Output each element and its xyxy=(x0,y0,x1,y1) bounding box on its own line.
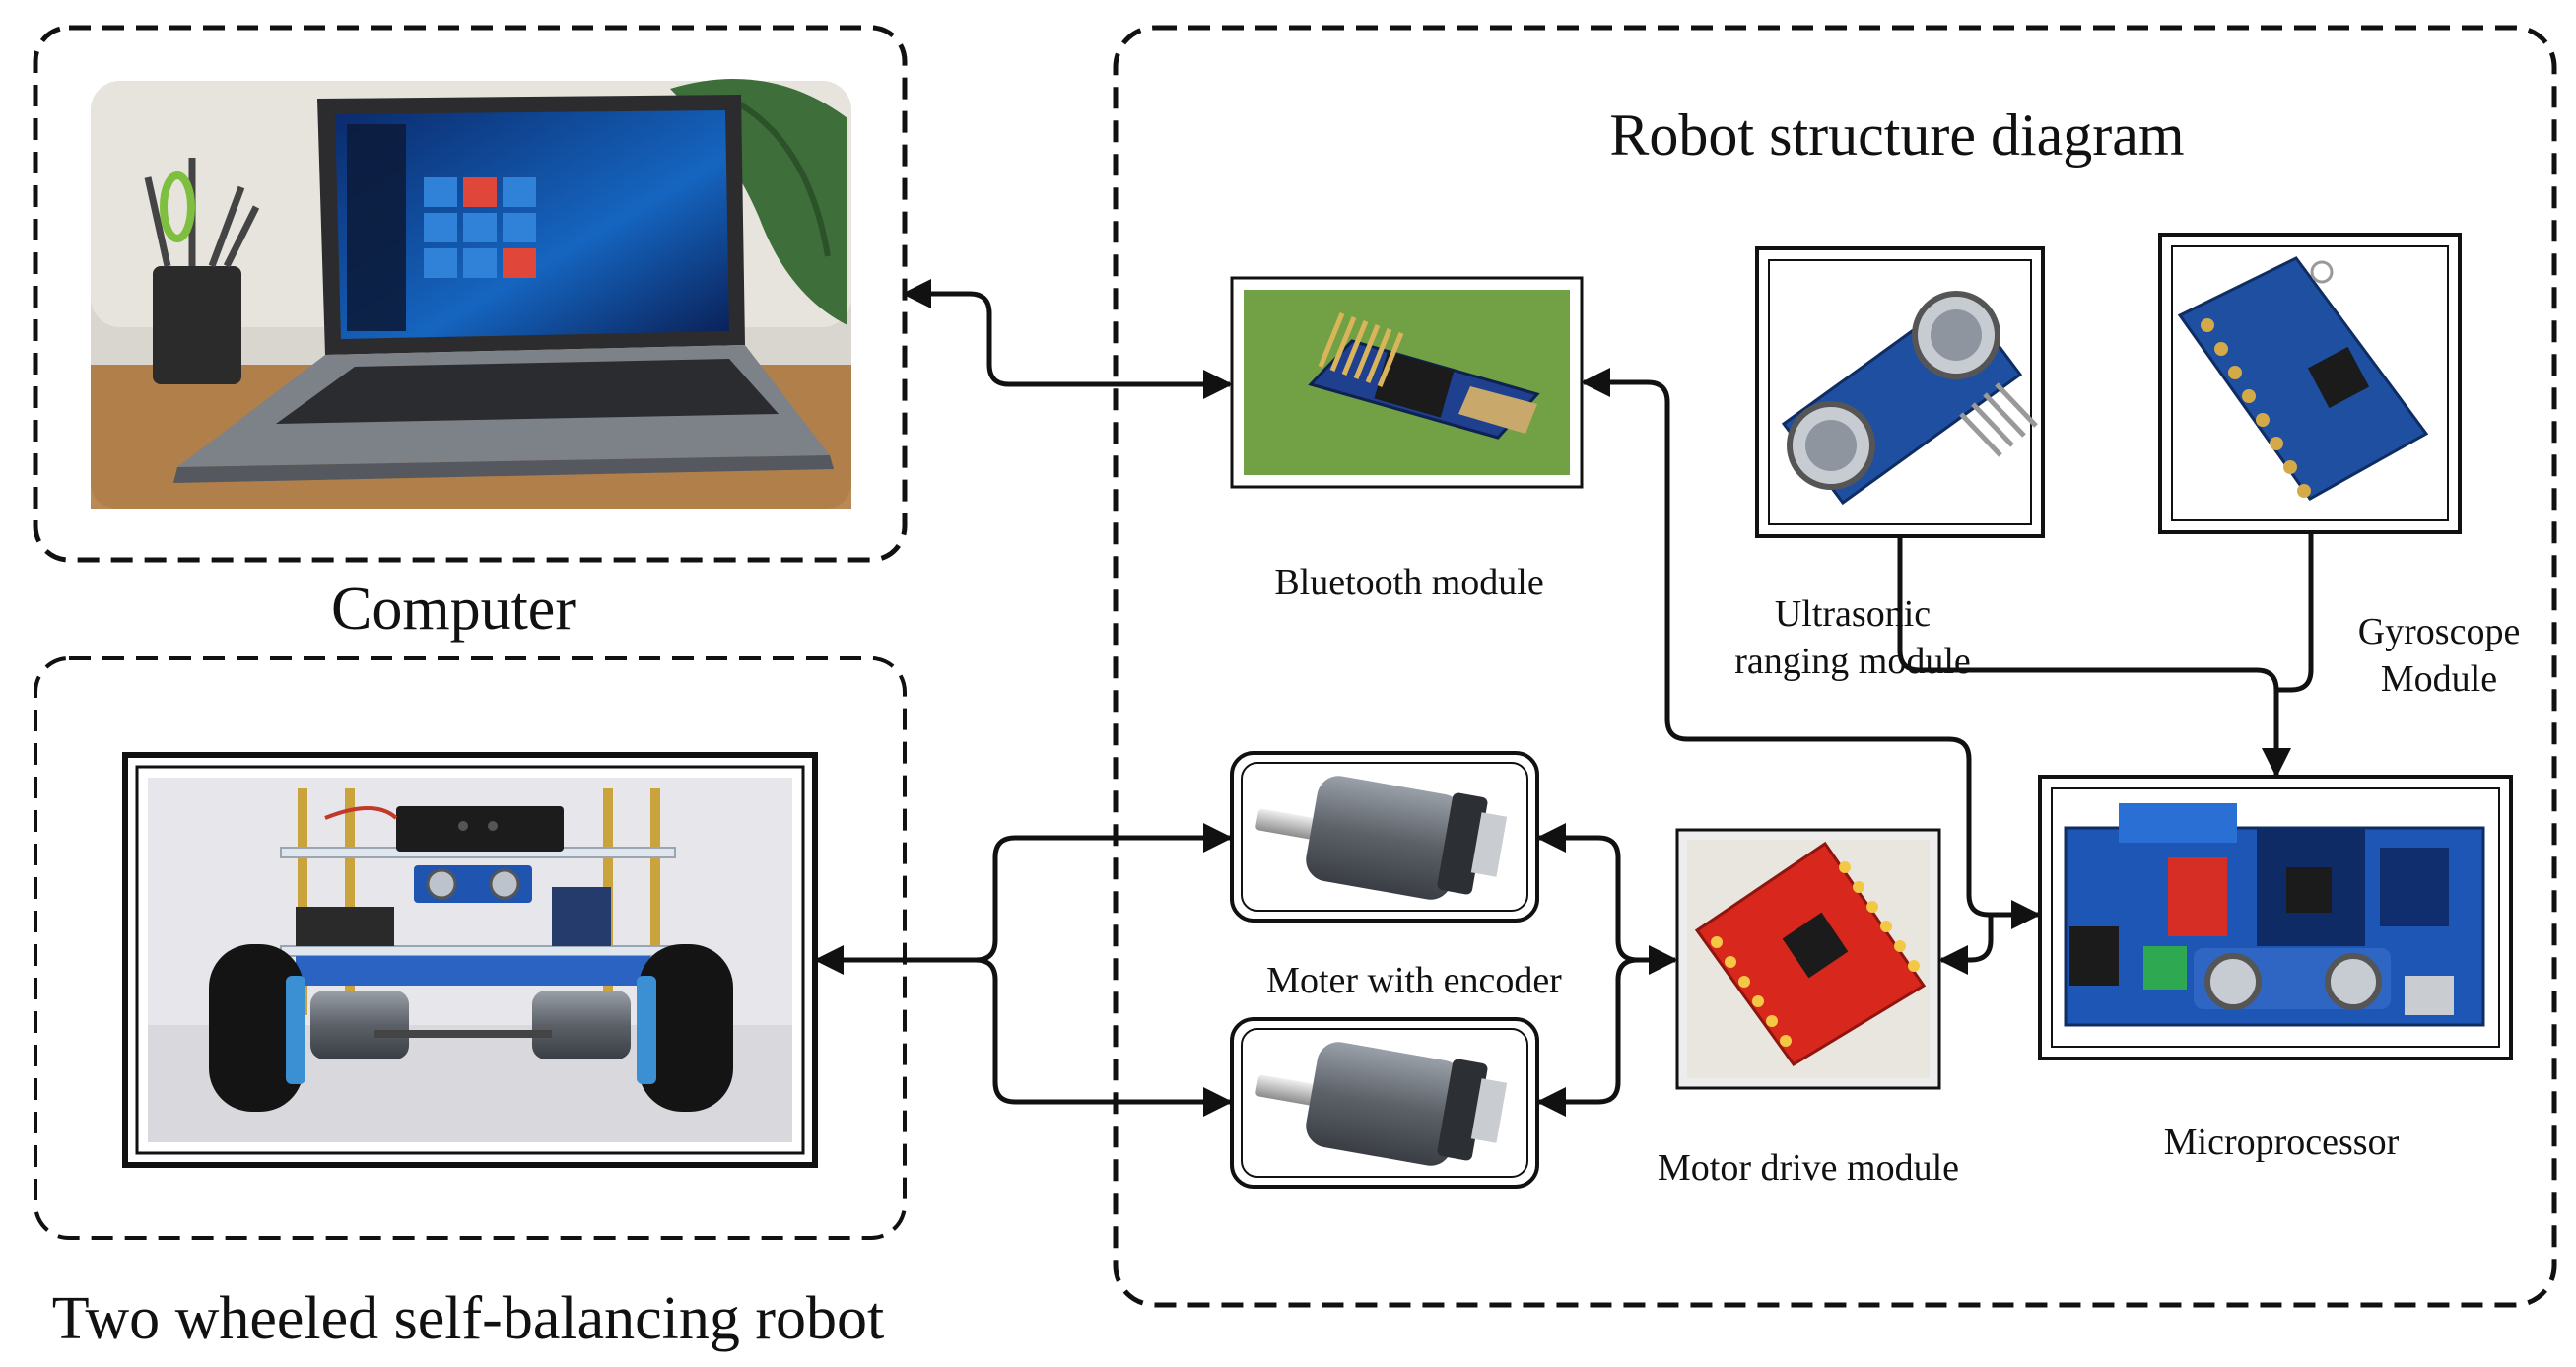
bluetooth-module-photo xyxy=(1244,290,1570,475)
microprocessor-label: Microprocessor xyxy=(2163,1122,2400,1163)
link-bluetooth-microprocessor xyxy=(1581,368,2041,929)
link-gyroscope-microprocessor xyxy=(2276,532,2314,693)
link-robot-motor-bottom xyxy=(975,957,1233,1117)
motor-bottom-photo xyxy=(1255,1042,1508,1166)
link-drive-microprocessor xyxy=(1938,917,1994,975)
computer-laptop-photo xyxy=(91,79,851,509)
gyroscope-module-photo xyxy=(2177,256,2429,501)
robot-photo xyxy=(148,778,792,1142)
gyroscope-module-label: Gyroscope Module xyxy=(2357,611,2521,700)
robot-group-label: Two wheeled self-balancing robot xyxy=(51,1285,885,1352)
robot-structure-group-box xyxy=(1113,25,2557,1308)
link-ultrasonic-microprocessor xyxy=(1897,536,2291,778)
computer-group-label: Computer xyxy=(331,576,576,643)
bluetooth-module-label: Bluetooth module xyxy=(1274,562,1544,603)
link-computer-bluetooth xyxy=(902,279,1233,399)
motor-drive-module-photo xyxy=(1687,840,1930,1078)
link-motor-bottom-drive xyxy=(1536,957,1639,1117)
microprocessor-photo xyxy=(2064,803,2485,1027)
motor-top-photo xyxy=(1255,776,1508,900)
motor-encoder-label: Moter with encoder xyxy=(1266,960,1562,1001)
link-motor-top-drive xyxy=(1536,823,1678,975)
diagram-title: Robot structure diagram xyxy=(1609,103,2185,168)
ultrasonic-module-label: Ultrasonic ranging module xyxy=(1734,593,1971,682)
link-robot-motor-top xyxy=(814,823,1233,975)
motor-drive-module-label: Motor drive module xyxy=(1657,1147,1960,1189)
